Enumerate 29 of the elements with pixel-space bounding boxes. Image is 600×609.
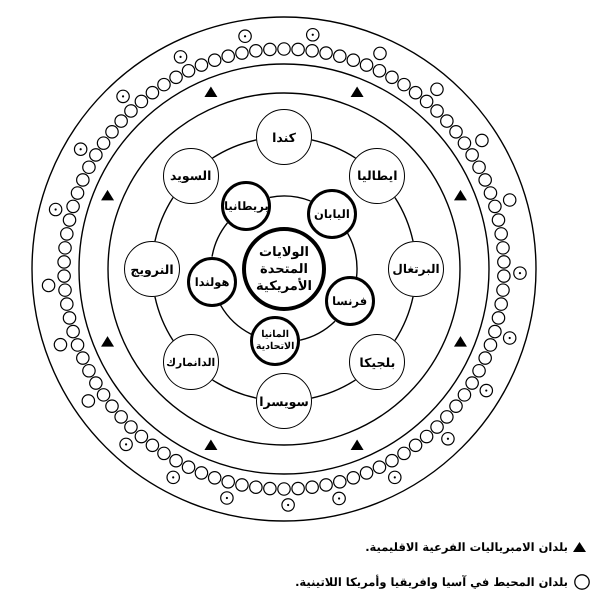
circle-node: كندا: [256, 109, 312, 165]
circle-node: المانيا الاتحادية: [250, 316, 300, 366]
orbit-arc: [154, 197, 174, 242]
orbit-arc: [300, 320, 336, 341]
orbit-arc: [212, 379, 256, 399]
circle-node: السويد: [162, 148, 219, 204]
circle-node: بريطانيا: [221, 181, 272, 232]
orbit-arc: [211, 222, 228, 257]
orbit-arc: [212, 139, 256, 159]
orbit-arc: [220, 304, 252, 335]
orbit-arc: [154, 296, 174, 341]
orbit-arc: [347, 233, 358, 278]
orbit-arc: [394, 296, 414, 341]
orbit-arc: [270, 195, 311, 202]
circle-node: ايطاليا: [349, 148, 406, 204]
orbit-arc: [394, 197, 414, 242]
circle-node: هولندا: [187, 256, 238, 307]
orbit-arc: [312, 379, 356, 399]
circle-node: بلجيكا: [349, 334, 406, 390]
legend-text: بلدان المحيط في آسيا وافريقيا وأمريكا اللاتينية.: [295, 574, 568, 590]
circle-node: البرتغال: [388, 241, 444, 297]
orbit-arc: [312, 139, 356, 159]
legend-text: بلدان الامبرياليات الفرعية الاقليمية.: [365, 539, 568, 555]
circle-node: النرويج: [124, 241, 180, 297]
circle-node: الدانمارك: [162, 334, 219, 390]
center-circle: الولايات المتحدة الأمريكية: [242, 227, 326, 311]
circle-node: اليابان: [306, 188, 357, 239]
circle-node: فرنسا: [324, 276, 375, 326]
circle-node: سويسرا: [256, 373, 312, 429]
